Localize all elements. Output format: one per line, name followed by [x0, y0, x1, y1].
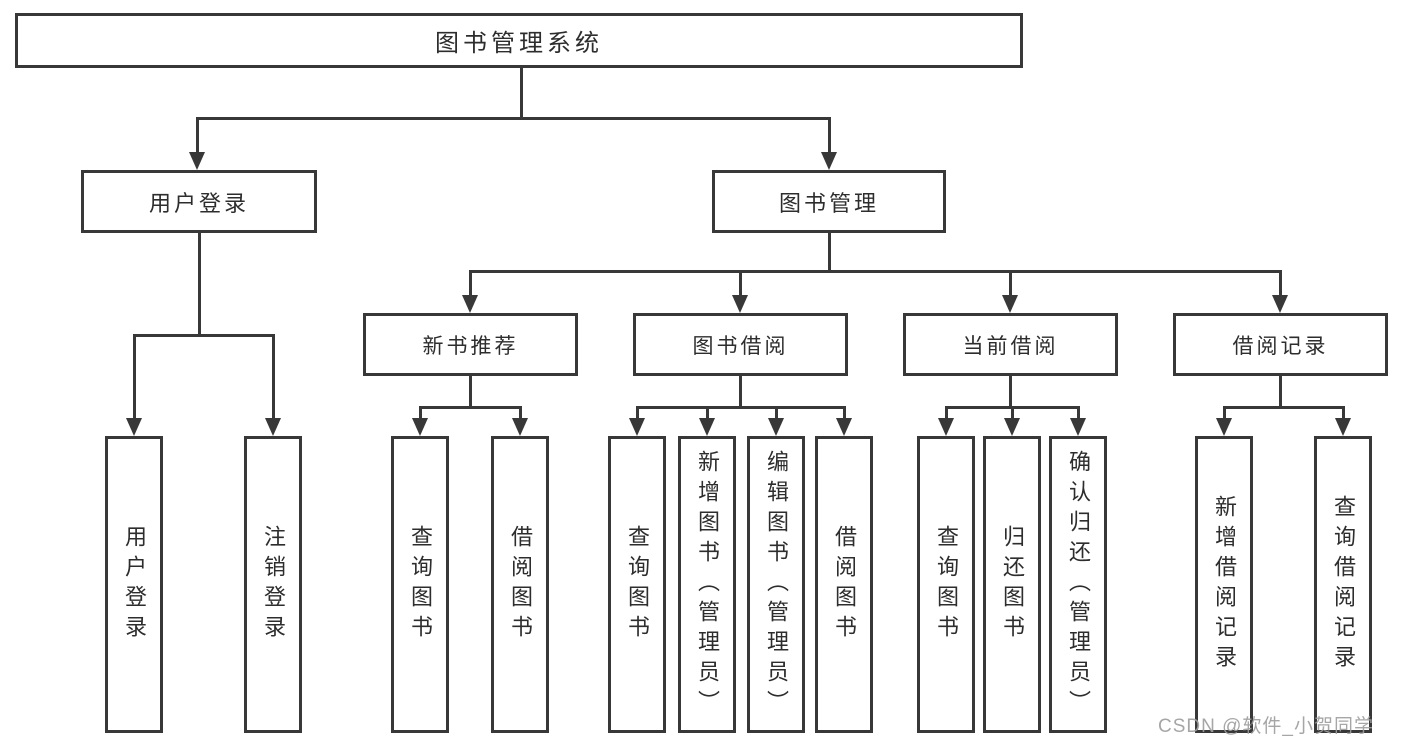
node-user-login: 用户登录 — [81, 170, 317, 233]
leaf-user-login: 用户登录 — [105, 436, 163, 733]
node-label: 注销登录 — [261, 524, 286, 645]
node-book-management: 图书管理 — [712, 170, 946, 233]
node-label: 用户登录 — [122, 524, 147, 645]
arrow-down-icon — [1216, 407, 1232, 436]
connector-line — [468, 270, 1282, 273]
leaf-logout: 注销登录 — [244, 436, 302, 733]
csdn-watermark: CSDN @软件_小贺同学 — [1158, 716, 1374, 737]
node-label: 查询图书 — [934, 524, 959, 645]
leaf-records-add-record: 新增借阅记录 — [1195, 436, 1253, 733]
node-new-book-recommend: 新书推荐 — [363, 313, 578, 376]
leaf-borrowing-borrow-books: 借阅图书 — [815, 436, 873, 733]
connector-line — [738, 376, 742, 409]
arrow-down-icon — [768, 407, 784, 436]
node-borrowing-records: 借阅记录 — [1173, 313, 1388, 376]
leaf-newbooks-query-books: 查询图书 — [391, 436, 449, 733]
node-label: 当前借阅 — [962, 334, 1059, 358]
arrow-down-icon — [126, 335, 142, 436]
node-label: 编辑图书（管理员） — [764, 449, 789, 720]
arrow-down-icon — [938, 407, 954, 436]
arrow-down-icon — [629, 407, 645, 436]
arrow-down-icon — [1272, 271, 1288, 313]
node-label: 新增借阅记录 — [1212, 494, 1237, 675]
leaf-newbooks-borrow-books: 借阅图书 — [491, 436, 549, 733]
leaf-borrowing-query-books: 查询图书 — [608, 436, 666, 733]
node-label: 查询图书 — [625, 524, 650, 645]
node-root-library-system: 图书管理系统 — [15, 13, 1023, 68]
connector-line — [1278, 376, 1282, 409]
arrow-down-icon — [512, 407, 528, 436]
node-label: 图书管理 — [778, 190, 879, 216]
arrow-down-icon — [1002, 271, 1018, 313]
node-label: 借阅记录 — [1232, 334, 1329, 358]
connector-line — [635, 406, 846, 409]
leaf-records-query-record: 查询借阅记录 — [1314, 436, 1372, 733]
arrow-down-icon — [732, 271, 748, 313]
arrow-down-icon — [412, 407, 428, 436]
node-label: 确认归还（管理员） — [1066, 449, 1091, 720]
arrow-down-icon — [265, 335, 281, 436]
arrow-down-icon — [1335, 407, 1351, 436]
leaf-borrowing-edit-books-admin: 编辑图书（管理员） — [747, 436, 805, 733]
node-current-borrowing: 当前借阅 — [903, 313, 1118, 376]
arrow-down-icon — [1004, 407, 1020, 436]
arrow-down-icon — [699, 407, 715, 436]
node-label: 查询借阅记录 — [1331, 494, 1356, 675]
leaf-current-return-books: 归还图书 — [983, 436, 1041, 733]
node-label: 借阅图书 — [508, 524, 533, 645]
leaf-borrowing-add-books-admin: 新增图书（管理员） — [678, 436, 736, 733]
connector-line — [132, 334, 275, 337]
node-book-borrowing: 图书借阅 — [633, 313, 848, 376]
node-label: 借阅图书 — [832, 524, 857, 645]
arrow-down-icon — [462, 271, 478, 313]
leaf-current-confirm-return-admin: 确认归还（管理员） — [1049, 436, 1107, 733]
connector-line — [197, 233, 201, 337]
arrow-down-icon — [189, 118, 205, 170]
connector-line — [827, 233, 831, 273]
node-label: 用户登录 — [148, 190, 249, 216]
arrow-down-icon — [836, 407, 852, 436]
connector-line — [1222, 406, 1345, 409]
connector-line — [418, 406, 522, 409]
node-label: 图书借阅 — [692, 334, 789, 358]
connector-line — [1008, 376, 1012, 409]
connector-line — [519, 68, 523, 118]
arrow-down-icon — [1070, 407, 1086, 436]
node-label: 图书管理系统 — [435, 30, 603, 57]
connector-line — [468, 376, 472, 409]
leaf-current-query-books: 查询图书 — [917, 436, 975, 733]
node-label: 归还图书 — [1000, 524, 1025, 645]
arrow-down-icon — [821, 118, 837, 170]
connector-line — [195, 117, 831, 120]
node-label: 新增图书（管理员） — [695, 449, 720, 720]
node-label: 新书推荐 — [422, 334, 519, 358]
node-label: 查询图书 — [408, 524, 433, 645]
